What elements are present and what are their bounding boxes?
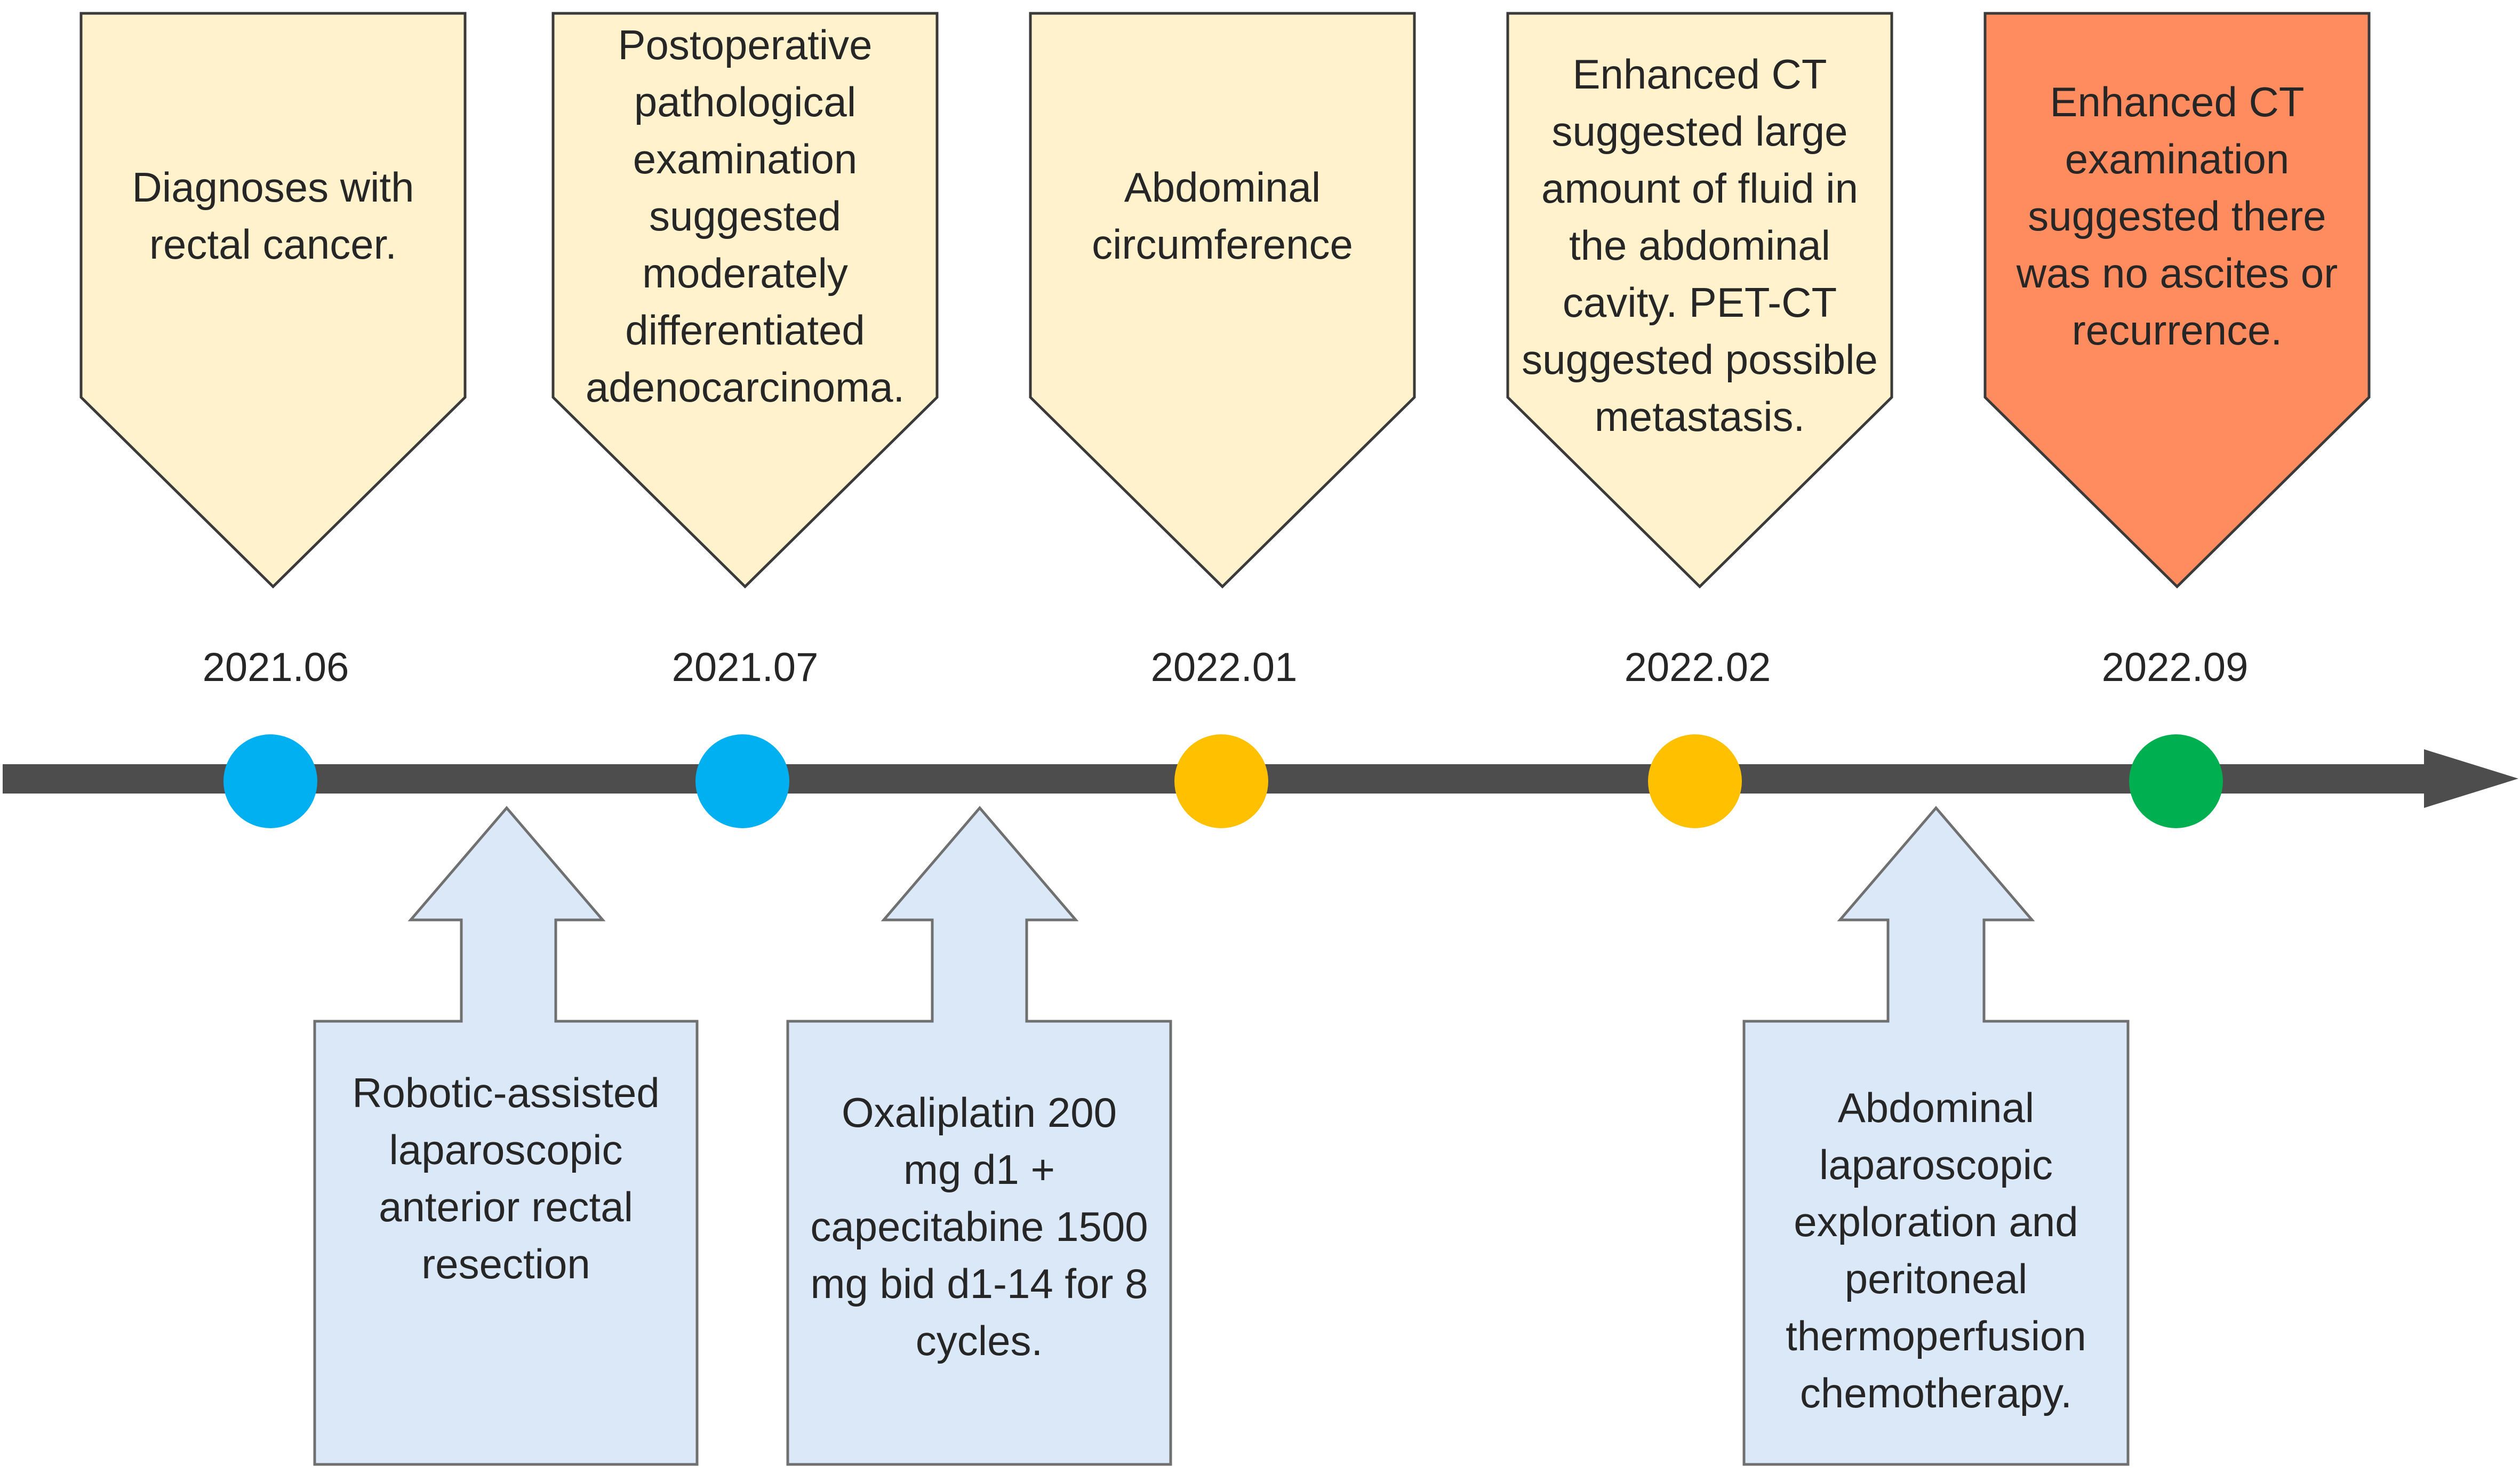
treatment-label-hipec: Abdominal laparoscopic exploration and p… <box>1786 1084 2086 1416</box>
event-label-2022-01: Abdominal circumference <box>1092 164 1353 268</box>
timeline-dot-2021-06 <box>223 734 317 828</box>
date-label-2021-06: 2021.06 <box>202 645 349 690</box>
treatment-callout-surgery-shape <box>313 806 699 1466</box>
event-callout-2022-09 <box>1983 12 2371 589</box>
event-label-2021-06: Diagnoses with rectal cancer. <box>132 164 414 268</box>
treatment-callout-hipec <box>1742 806 2130 1466</box>
date-label-2021-07: 2021.07 <box>671 645 819 690</box>
date-label-2022-09: 2022.09 <box>2101 645 2249 690</box>
event-callout-2021-06 <box>79 12 467 589</box>
timeline-dot-2022-02 <box>1648 734 1742 828</box>
timeline-dot-2022-01 <box>1174 734 1268 828</box>
treatment-label-surgery: Robotic-assisted laparoscopic anterior r… <box>352 1069 660 1287</box>
treatment-label-chemo: Oxaliplatin 200 mg d1 + capecitabine 150… <box>810 1088 1148 1364</box>
event-label-2022-02: Enhanced CT suggested large amount of fl… <box>1522 50 1878 440</box>
event-callout-2022-01 <box>1029 12 1416 589</box>
date-label-2022-02: 2022.02 <box>1624 645 1771 690</box>
timeline-arrowhead <box>2424 749 2518 808</box>
date-label-2022-01: 2022.01 <box>1150 645 1298 690</box>
event-callout-2021-07 <box>551 12 939 589</box>
event-label-2022-09: Enhanced CT examination suggested there … <box>2016 78 2338 354</box>
timeline-dot-2021-07 <box>695 734 789 828</box>
treatment-callout-chemo <box>786 806 1172 1466</box>
event-callout-2022-02 <box>1506 12 1893 589</box>
event-label-2021-07: Postoperative pathological examination s… <box>585 21 905 411</box>
timeline-dot-2022-09 <box>2129 734 2223 828</box>
